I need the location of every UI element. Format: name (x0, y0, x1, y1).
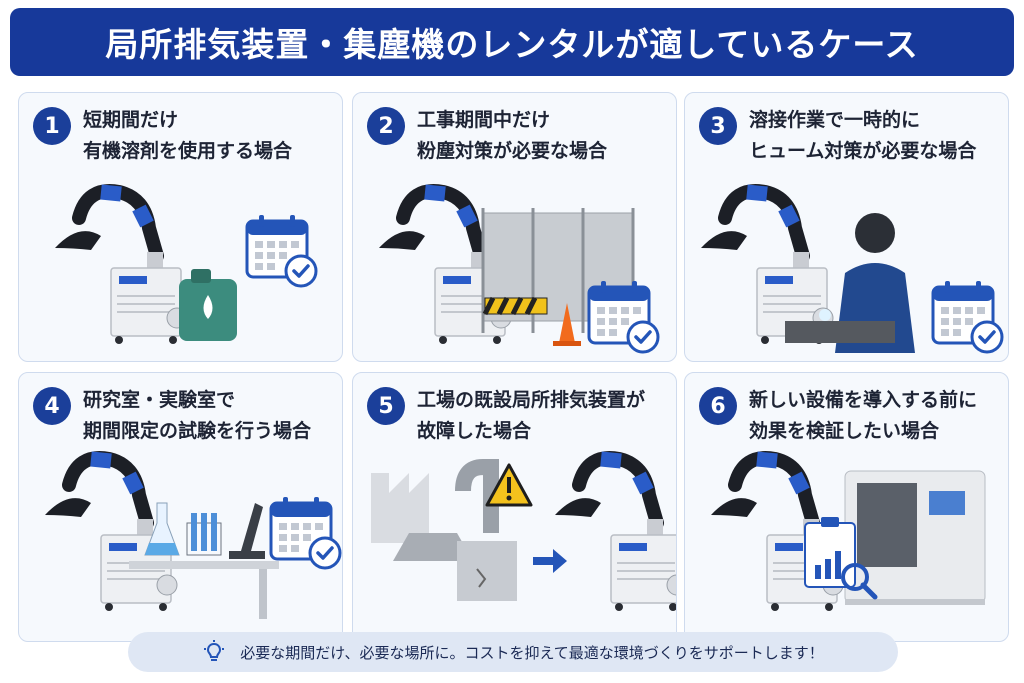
case-number-badge: 5 (367, 387, 405, 425)
calendar-icon (269, 495, 342, 570)
factory-silhouette (371, 473, 429, 543)
microscope-icon (229, 503, 265, 559)
case-number-badge: 6 (699, 387, 737, 425)
case-number-badge: 2 (367, 107, 405, 145)
broken-exhaust-hood (393, 459, 517, 601)
case-number-badge: 1 (33, 107, 71, 145)
case-card-5: 5 工場の既設局所排気装置が故障した場合 (352, 372, 677, 642)
case-title: 工場の既設局所排気装置が故障した場合 (417, 389, 646, 442)
case-title: 短期間だけ有機溶剤を使用する場合 (83, 109, 293, 162)
case-title: 新しい設備を導入する前に効果を検証したい場合 (749, 389, 978, 442)
case-card-1: 1 短期間だけ有機溶剤を使用する場合 (18, 92, 343, 362)
calendar-icon (587, 279, 660, 354)
traffic-cone-icon (553, 303, 581, 346)
solvent-canister-icon (179, 269, 237, 341)
case-4-illustration (19, 373, 342, 619)
flask-icon (144, 502, 180, 556)
case-number-badge: 3 (699, 107, 737, 145)
page-title-banner: 局所排気装置・集塵機のレンタルが適しているケース (10, 8, 1014, 76)
lab-bench (129, 561, 279, 619)
calendar-icon (245, 213, 318, 288)
case-2-illustration (353, 93, 660, 354)
test-tubes-icon (186, 513, 222, 556)
case-number-badge: 4 (33, 387, 71, 425)
magnifier-icon (841, 563, 878, 600)
case-5-illustration (371, 373, 677, 623)
case-card-4: 4 研究室・実験室で期間限定の試験を行う場合 (18, 372, 343, 642)
calendar-icon (931, 279, 1004, 354)
case-card-2: 2 工事期間中だけ粉塵対策が必要な場合 (352, 92, 677, 362)
lightbulb-icon (204, 640, 225, 661)
warning-icon (485, 463, 533, 507)
safety-barrier (482, 296, 548, 316)
case-card-6: 6 新しい設備を導入する前に効果を検証したい場合 (684, 372, 1009, 642)
case-title: 工事期間中だけ粉塵対策が必要な場合 (417, 109, 608, 162)
case-3-illustration (685, 93, 1004, 354)
case-1-illustration (19, 93, 318, 362)
page-title: 局所排気装置・集塵機のレンタルが適しているケース (105, 25, 919, 64)
machine-equipment (844, 470, 986, 605)
welder-figure (785, 213, 915, 353)
chart-icon (815, 551, 841, 579)
footer-message: 必要な期間だけ、必要な場所に。コストを抑えて最適な環境づくりをサポートします！ (240, 643, 824, 662)
case-6-illustration (685, 373, 986, 623)
footer-banner: 必要な期間だけ、必要な場所に。コストを抑えて最適な環境づくりをサポートします！ (128, 632, 898, 672)
case-card-3: 3 溶接作業で一時的にヒューム対策が必要な場合 (684, 92, 1009, 362)
case-title: 研究室・実験室で期間限定の試験を行う場合 (83, 389, 312, 442)
arrow-right-icon (533, 549, 567, 573)
case-title: 溶接作業で一時的にヒューム対策が必要な場合 (749, 109, 977, 162)
